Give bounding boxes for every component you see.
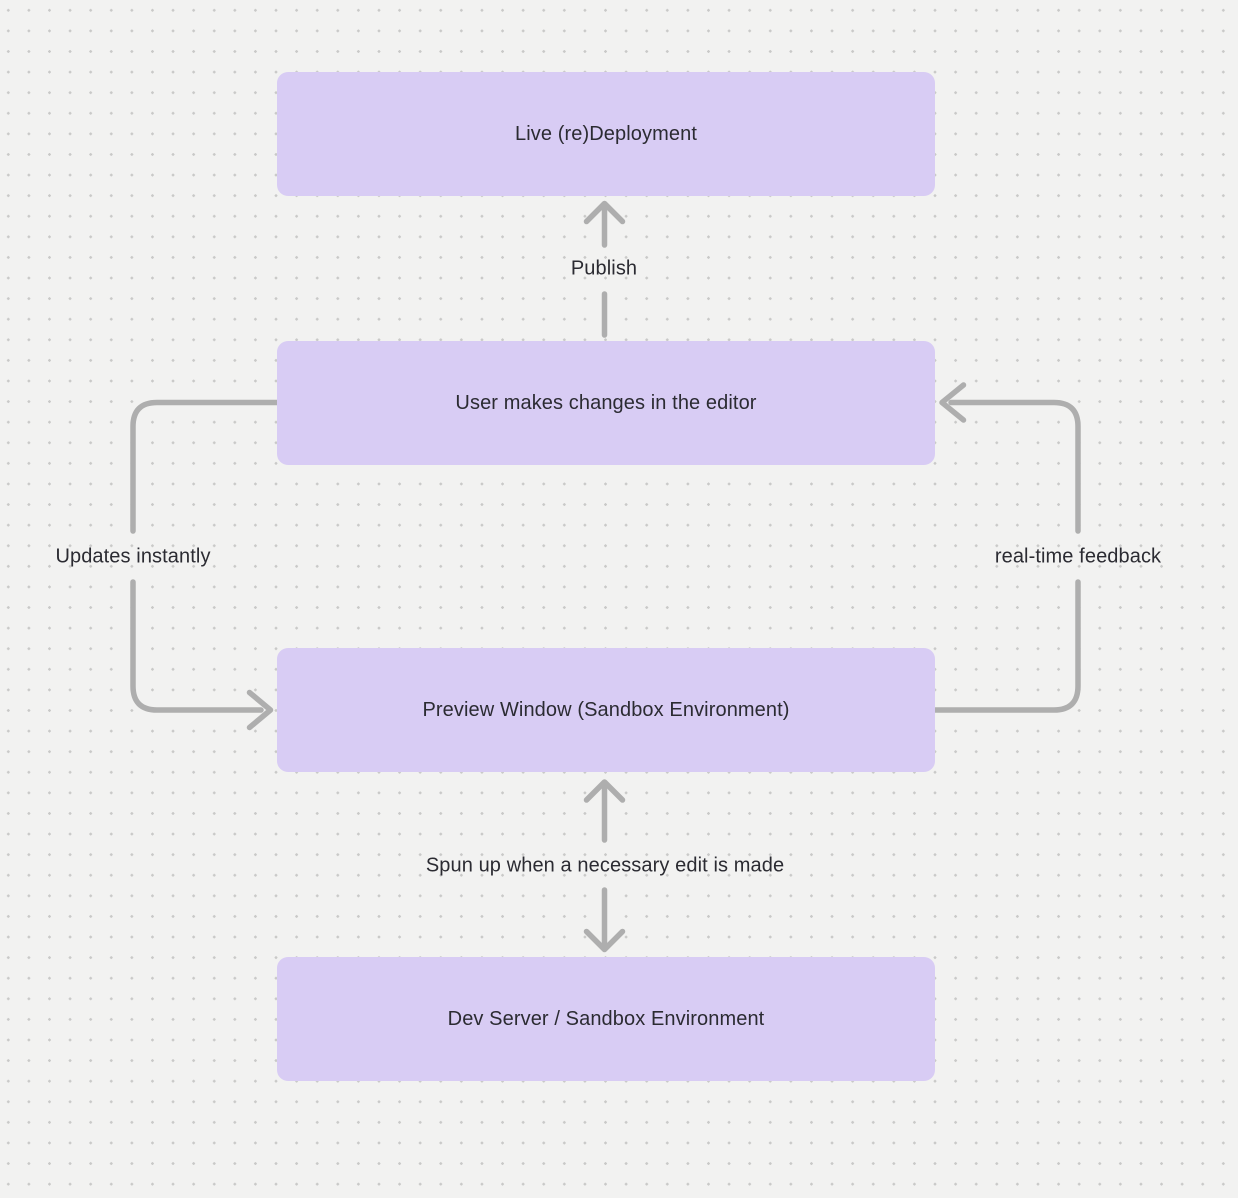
node-label: Live (re)Deployment [515,122,697,145]
edge-label-real-time-feedback: real-time feedback [994,545,1162,568]
edge-feedback-lower [932,579,1081,713]
node-label: Dev Server / Sandbox Environment [447,1007,765,1030]
node-label: User makes changes in the editor [455,391,757,414]
arrowhead-down-icon [583,928,626,953]
edge-label-spun-up: Spun up when a necessary edit is made [425,854,785,877]
arrowhead-up-icon [583,200,626,225]
node-dev-server: Dev Server / Sandbox Environment [277,957,935,1081]
edge-feedback-upper [948,399,1081,534]
arrowhead-right-icon [246,689,274,731]
edge-label-updates-instantly: Updates instantly [55,545,211,568]
node-live-redeployment: Live (re)Deployment [277,72,935,196]
arrowhead-left-icon [939,382,967,423]
node-user-editor: User makes changes in the editor [277,341,935,465]
node-label: Preview Window (Sandbox Environment) [422,698,790,721]
node-preview-window: Preview Window (Sandbox Environment) [277,648,935,772]
edge-label-publish: Publish [570,257,638,280]
arrowhead-up-icon [583,779,626,803]
edge-updates-lower [130,579,264,713]
edge-updates-upper [130,399,280,534]
